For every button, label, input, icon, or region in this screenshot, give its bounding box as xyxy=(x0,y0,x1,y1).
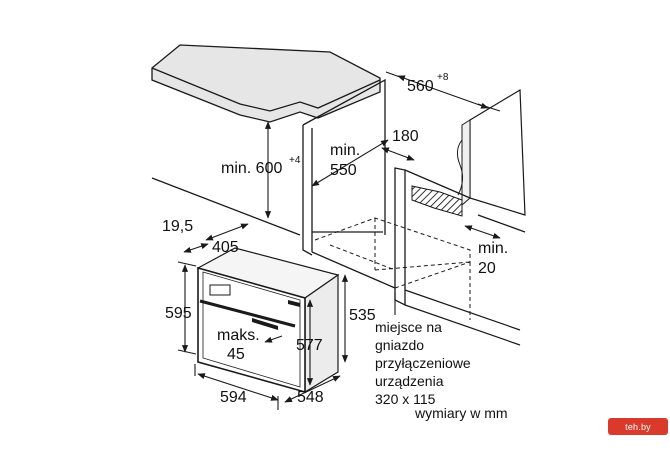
note-line-4: urządzenia xyxy=(375,373,444,389)
dim-max-value: 45 xyxy=(227,346,245,363)
dim-180: 180 xyxy=(392,128,419,145)
note-line-5: 320 x 115 xyxy=(375,391,436,407)
floor-lines xyxy=(404,289,521,346)
dim-535: 535 xyxy=(349,307,376,324)
units-note: wymiary w mm xyxy=(414,405,508,421)
watermark-badge: teh.by xyxy=(608,418,668,435)
dim-600-tolerance: +4 xyxy=(289,155,301,166)
note-line-1: miejsce na xyxy=(375,319,442,335)
socket-note: miejsce na gniazdo przyłączeniowe urządz… xyxy=(375,319,508,421)
note-line-2: gniazdo xyxy=(375,337,424,353)
hidden-outline xyxy=(314,217,471,320)
control-panel-display xyxy=(209,284,231,296)
dim-405: 405 xyxy=(212,239,239,256)
dim-560-tolerance: +8 xyxy=(437,72,449,83)
dimension-labels: 560 +8 min. 600 +4 min. 550 180 min. 20 … xyxy=(162,72,508,406)
dim-20-value: 20 xyxy=(478,260,496,277)
dim-600: min. 600 xyxy=(221,160,282,177)
dim-594: 594 xyxy=(220,389,247,406)
dim-max-label: maks. xyxy=(217,327,260,344)
note-line-3: przyłączeniowe xyxy=(375,355,471,371)
dim-550-value: 550 xyxy=(330,162,357,179)
right-counter xyxy=(456,88,526,216)
dim-20-label: min. xyxy=(478,240,508,257)
dimension-lines xyxy=(177,71,501,410)
door-handle xyxy=(252,318,278,330)
dim-19-5: 19,5 xyxy=(162,218,193,235)
socket-cutout xyxy=(411,185,463,217)
dim-595: 595 xyxy=(165,305,192,322)
dim-548: 548 xyxy=(297,389,324,406)
watermark-text: teh.by xyxy=(625,421,651,432)
dim-550-label: min. xyxy=(330,142,360,159)
oven xyxy=(196,247,340,394)
worktop xyxy=(151,44,381,123)
dim-560: 560 xyxy=(407,78,434,95)
dim-577: 577 xyxy=(296,337,323,354)
